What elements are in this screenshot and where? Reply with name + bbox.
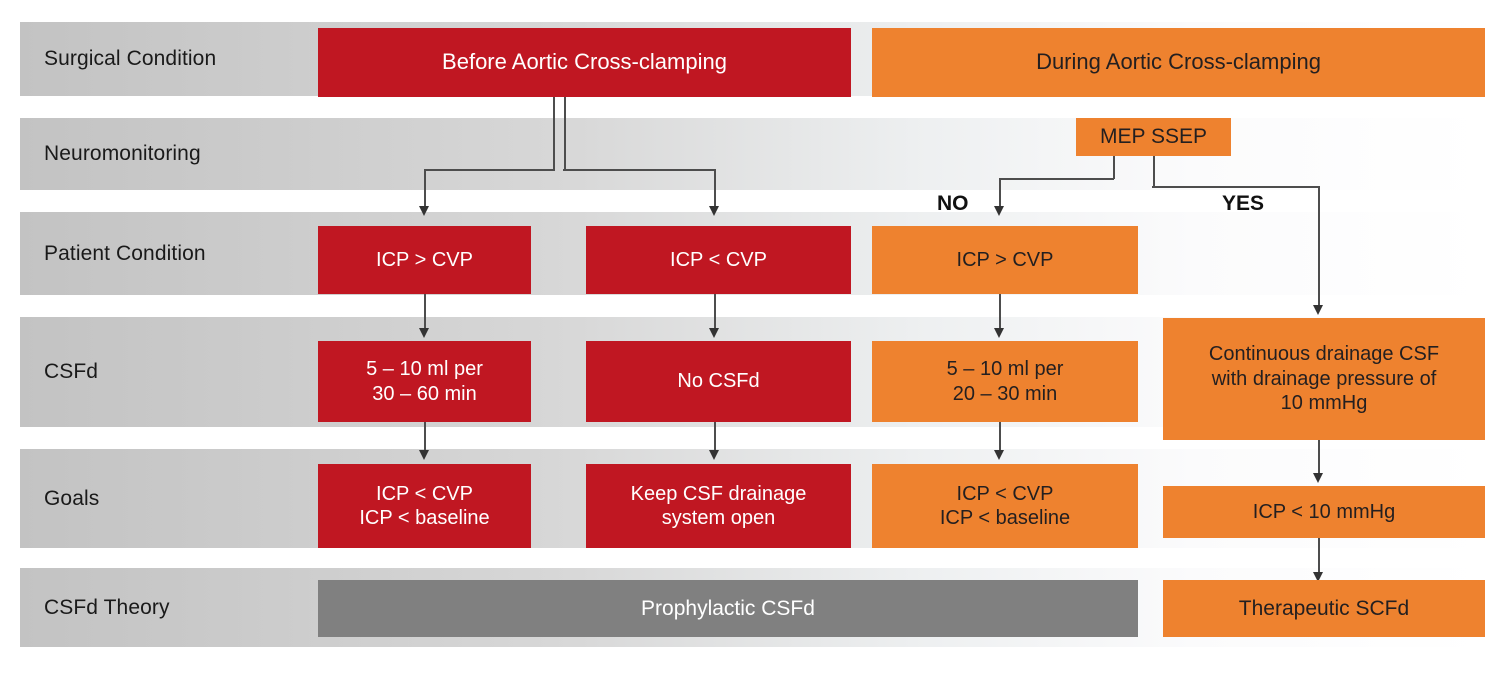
node-patient-icp-gt-cvp-orange[interactable]: ICP > CVP: [872, 226, 1138, 294]
connector-goals-orange-b-to-theory: [1318, 538, 1320, 576]
arrowhead-goals-red-b: [709, 450, 719, 460]
row-band-neuromonitoring: Neuromonitoring: [20, 118, 1485, 190]
arrowhead-goals-orange-b: [1313, 473, 1323, 483]
row-label-csfd-theory: CSFd Theory: [44, 595, 170, 619]
connector-csfd-orange-a-to-goals: [999, 422, 1001, 454]
node-csfd-5-10-ml-20-30-min[interactable]: 5 – 10 ml per 20 – 30 min: [872, 341, 1138, 422]
arrowhead-to-icp-gt-cvp-red: [419, 206, 429, 216]
connector-csfd-red-a-to-goals: [424, 422, 426, 454]
row-label-patient-condition: Patient Condition: [44, 241, 206, 265]
arrowhead-goals-red-a: [419, 450, 429, 460]
row-label-surgical-condition: Surgical Condition: [44, 47, 217, 70]
node-patient-icp-gt-cvp-red[interactable]: ICP > CVP: [318, 226, 531, 294]
node-csfd-no-drainage[interactable]: No CSFd: [586, 341, 851, 422]
arrowhead-csfd-orange-a: [994, 328, 1004, 338]
arrowhead-csfd-red-b: [709, 328, 719, 338]
node-patient-icp-lt-cvp-red[interactable]: ICP < CVP: [586, 226, 851, 294]
connector-before-right-drop: [714, 169, 716, 211]
arrowhead-theory-therapeutic: [1313, 572, 1323, 582]
connector-icp-gt-cvp-red-to-csfd: [424, 294, 426, 332]
arrowhead-to-icp-gt-cvp-orange: [994, 206, 1004, 216]
connector-before-stem-right: [564, 96, 566, 170]
connector-mep-yes-stem: [1153, 155, 1155, 187]
connector-continuous-to-goals: [1318, 440, 1320, 477]
node-goals-icp-lt-cvp-baseline-orange[interactable]: ICP < CVP ICP < baseline: [872, 464, 1138, 548]
connector-mep-no-stem: [1113, 155, 1115, 179]
node-during-aortic-cross-clamping[interactable]: During Aortic Cross-clamping: [872, 28, 1485, 97]
row-label-goals: Goals: [44, 486, 100, 510]
branch-label-no: NO: [937, 192, 969, 215]
row-label-csfd: CSFd: [44, 360, 99, 383]
arrowhead-to-continuous-drainage: [1313, 305, 1323, 315]
connector-mep-yes-horizontal: [1152, 186, 1319, 188]
arrowhead-goals-orange-a: [994, 450, 1004, 460]
connector-mep-no-horizontal: [999, 178, 1114, 180]
node-goals-icp-lt-cvp-baseline-red[interactable]: ICP < CVP ICP < baseline: [318, 464, 531, 548]
connector-before-stem-left: [553, 96, 555, 170]
node-before-aortic-cross-clamping[interactable]: Before Aortic Cross-clamping: [318, 28, 851, 97]
arrowhead-csfd-red-a: [419, 328, 429, 338]
node-csfd-5-10-ml-30-60-min[interactable]: 5 – 10 ml per 30 – 60 min: [318, 341, 531, 422]
connector-icp-lt-cvp-red-to-csfd: [714, 294, 716, 332]
node-goals-keep-csf-drainage-open[interactable]: Keep CSF drainage system open: [586, 464, 851, 548]
node-goals-icp-lt-10-mmhg[interactable]: ICP < 10 mmHg: [1163, 486, 1485, 538]
node-csfd-continuous-drainage[interactable]: Continuous drainage CSF with drainage pr…: [1163, 318, 1485, 440]
connector-before-left-drop: [424, 169, 426, 211]
node-theory-therapeutic-scfd[interactable]: Therapeutic SCFd: [1163, 580, 1485, 637]
arrowhead-to-icp-lt-cvp-red: [709, 206, 719, 216]
node-theory-prophylactic-csfd[interactable]: Prophylactic CSFd: [318, 580, 1138, 637]
branch-label-yes: YES: [1222, 192, 1265, 215]
row-label-neuromonitoring: Neuromonitoring: [44, 142, 201, 165]
connector-mep-yes-drop: [1318, 186, 1320, 309]
connector-csfd-red-b-to-goals: [714, 422, 716, 454]
connector-before-right-horizontal: [563, 169, 715, 171]
connector-mep-no-drop: [999, 178, 1001, 211]
connector-before-left-horizontal: [424, 169, 555, 171]
connector-icp-gt-cvp-orange-to-csfd: [999, 294, 1001, 332]
node-mep-ssep[interactable]: MEP SSEP: [1076, 118, 1231, 156]
